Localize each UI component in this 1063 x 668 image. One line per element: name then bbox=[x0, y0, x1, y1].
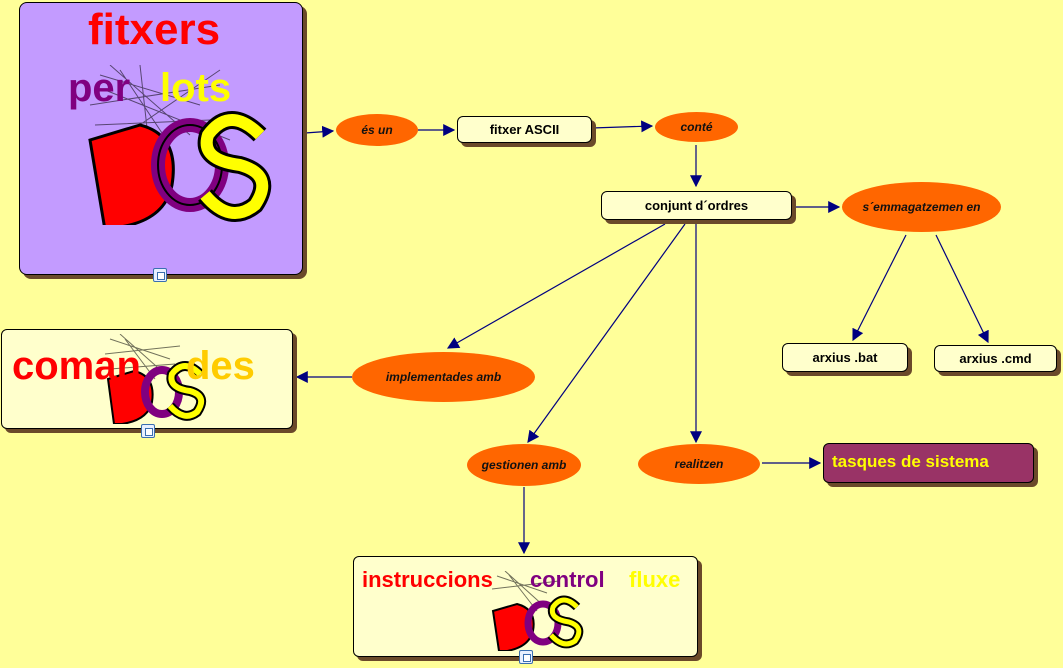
title-line2-b: lots bbox=[160, 66, 232, 110]
node-realitzen[interactable]: realitzen bbox=[638, 444, 760, 484]
node-tasques[interactable]: tasques de sistema bbox=[823, 443, 1034, 483]
comandes-part1: coman bbox=[12, 344, 141, 388]
map-link-icon[interactable] bbox=[519, 650, 533, 664]
instruccions-part2: control bbox=[530, 567, 605, 592]
title-line1: fitxers bbox=[88, 5, 221, 54]
node-arxius-bat[interactable]: arxius .bat bbox=[782, 343, 908, 372]
title-line2-a: per bbox=[68, 66, 131, 110]
instruccions-part3: fluxe bbox=[629, 567, 681, 592]
attachment-icon[interactable] bbox=[153, 268, 167, 282]
node-emmagatzemen[interactable]: s´emmagatzemen en bbox=[842, 182, 1001, 232]
instruccions-panel[interactable]: instruccions control fluxe bbox=[353, 556, 698, 664]
node-conjunt-ordres[interactable]: conjunt d´ordres bbox=[601, 191, 792, 220]
comandes-part2: des bbox=[186, 344, 255, 388]
node-arxius-cmd[interactable]: arxius .cmd bbox=[934, 345, 1057, 372]
comandes-panel[interactable]: coman des bbox=[1, 329, 293, 438]
node-gestionen[interactable]: gestionen amb bbox=[467, 444, 581, 486]
map-link-icon[interactable] bbox=[141, 424, 155, 438]
dos-logo bbox=[491, 571, 584, 651]
dos-logo bbox=[88, 65, 272, 225]
node-es-un[interactable]: és un bbox=[336, 114, 418, 146]
title-panel[interactable]: fitxers per lots bbox=[19, 2, 303, 282]
node-implementades[interactable]: implementades amb bbox=[352, 352, 535, 402]
dos-logo bbox=[104, 334, 207, 424]
node-fitxer-ascii[interactable]: fitxer ASCII bbox=[457, 116, 592, 143]
instruccions-part1: instruccions bbox=[362, 567, 493, 592]
node-conte[interactable]: conté bbox=[655, 112, 738, 142]
